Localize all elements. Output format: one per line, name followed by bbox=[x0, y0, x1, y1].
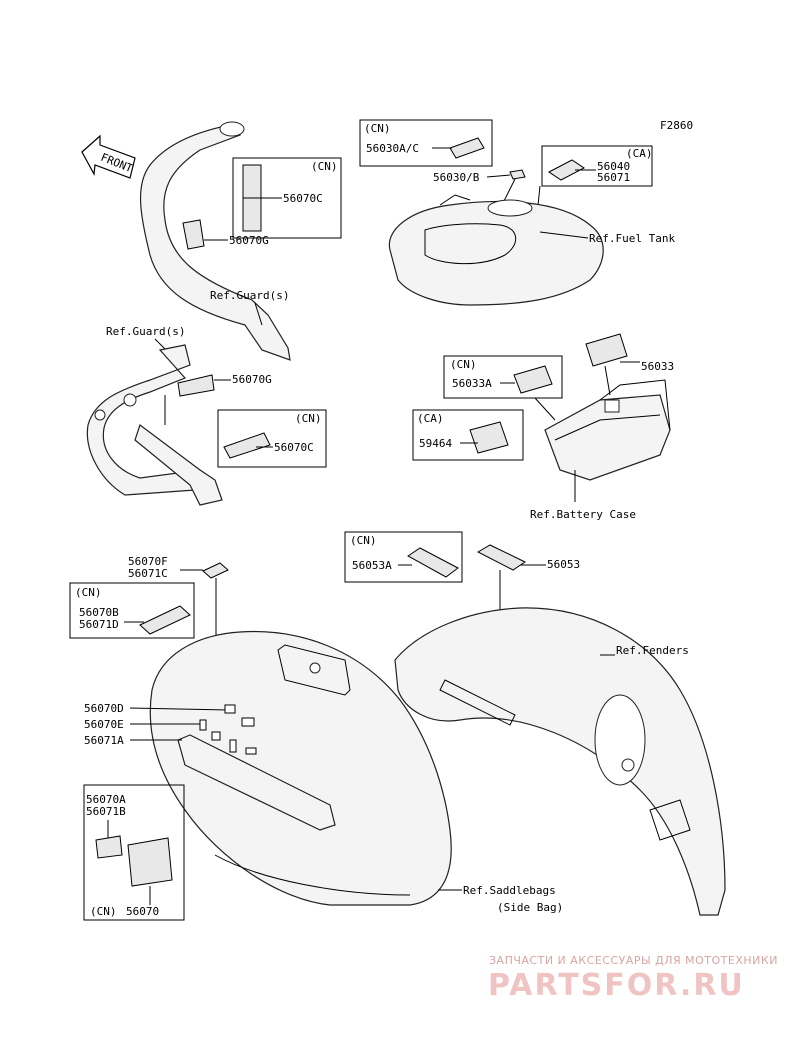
fuel-tank-drawing bbox=[388, 194, 604, 306]
box-saddle-56070 bbox=[83, 784, 185, 921]
region-cn-56033a: (CN) bbox=[450, 358, 477, 371]
label-56053a: 56053A bbox=[352, 559, 392, 572]
label-56071: 56071 bbox=[597, 171, 630, 184]
label-56070c-mid: 56070C bbox=[274, 441, 314, 454]
fender-drawing bbox=[394, 607, 726, 916]
box-cn-56033a bbox=[443, 355, 563, 399]
label-56070g-top: 56070G bbox=[229, 234, 269, 247]
sticker-56070g-left bbox=[177, 374, 215, 397]
box-cn-56070c-top bbox=[232, 157, 342, 239]
sticker-56033 bbox=[585, 333, 628, 367]
label-56040: 56040 bbox=[597, 160, 630, 173]
sticker-56053 bbox=[476, 544, 527, 571]
guard-top-drawing bbox=[140, 121, 291, 361]
guard-left-drawing bbox=[86, 344, 223, 506]
sticker-56030b bbox=[509, 169, 526, 180]
saddlebag-sticker-cluster bbox=[199, 704, 257, 755]
saddlebag-drawing bbox=[149, 630, 452, 906]
region-cn-56030: (CN) bbox=[364, 122, 391, 135]
sticker-56070g-top bbox=[182, 219, 205, 250]
ref-guard-top: Ref.Guard(s) bbox=[210, 289, 289, 302]
label-56071c: 56071C bbox=[128, 567, 168, 580]
sticker-56070f bbox=[202, 562, 229, 579]
box-cn-56053a bbox=[344, 531, 463, 583]
sticker-56070c-mid bbox=[223, 432, 271, 459]
watermark-tagline: ЗАПЧАСТИ И АКСЕССУАРЫ ДЛЯ МОТОТЕХНИКИ bbox=[489, 954, 778, 967]
region-cn-56070c-mid: (CN) bbox=[295, 412, 322, 425]
box-cn-56070b bbox=[69, 582, 195, 639]
label-56070e: 56070E bbox=[84, 718, 124, 731]
label-56071b: 56071B bbox=[86, 805, 126, 818]
ref-battery-case: Ref.Battery Case bbox=[530, 508, 636, 521]
sticker-59464 bbox=[469, 421, 509, 454]
label-56033: 56033 bbox=[641, 360, 674, 373]
sticker-56070a bbox=[95, 835, 123, 859]
label-56070a: 56070A bbox=[86, 793, 126, 806]
box-cn-56070c-mid bbox=[217, 409, 327, 468]
sticker-56033a bbox=[513, 365, 553, 394]
ref-guard-left: Ref.Guard(s) bbox=[106, 325, 185, 338]
label-56071a: 56071A bbox=[84, 734, 124, 747]
label-56070g-left: 56070G bbox=[232, 373, 272, 386]
box-cn-56030 bbox=[359, 119, 493, 167]
front-arrow-icon: FRONT bbox=[81, 134, 136, 179]
label-59464: 59464 bbox=[419, 437, 452, 450]
label-56033a: 56033A bbox=[452, 377, 492, 390]
label-56030ac: 56030A/C bbox=[366, 142, 419, 155]
ref-saddlebags-side: (Side Bag) bbox=[497, 901, 563, 914]
label-56070f: 56070F bbox=[128, 555, 168, 568]
ref-fuel-tank: Ref.Fuel Tank bbox=[589, 232, 675, 245]
label-56070d: 56070D bbox=[84, 702, 124, 715]
region-ca-59464: (CA) bbox=[417, 412, 444, 425]
region-ca-56040: (CA) bbox=[626, 147, 653, 160]
label-56070: 56070 bbox=[126, 905, 159, 918]
region-cn-56053a: (CN) bbox=[350, 534, 377, 547]
region-cn-56070b: (CN) bbox=[75, 586, 102, 599]
label-56071d: 56071D bbox=[79, 618, 119, 631]
label-56070c-top: 56070C bbox=[283, 192, 323, 205]
region-cn-56070c-top: (CN) bbox=[311, 160, 338, 173]
sticker-56070 bbox=[127, 837, 173, 887]
label-56070b: 56070B bbox=[79, 606, 119, 619]
sticker-56040 bbox=[548, 159, 585, 181]
figure-code: F2860 bbox=[660, 119, 693, 132]
battery-case-drawing bbox=[544, 379, 671, 481]
sticker-56070b bbox=[139, 605, 191, 635]
watermark-brand: PARTSFOR.RU bbox=[488, 968, 745, 1003]
label-56053: 56053 bbox=[547, 558, 580, 571]
sticker-56030ac bbox=[449, 137, 485, 159]
ref-saddlebags: Ref.Saddlebags bbox=[463, 884, 556, 897]
sticker-56053a bbox=[407, 547, 459, 578]
box-ca-59464 bbox=[412, 409, 524, 461]
ref-fenders: Ref.Fenders bbox=[616, 644, 689, 657]
box-ca-56040 bbox=[541, 145, 653, 187]
label-56030b: 56030/B bbox=[433, 171, 480, 184]
region-cn-56070: (CN) bbox=[90, 905, 117, 918]
